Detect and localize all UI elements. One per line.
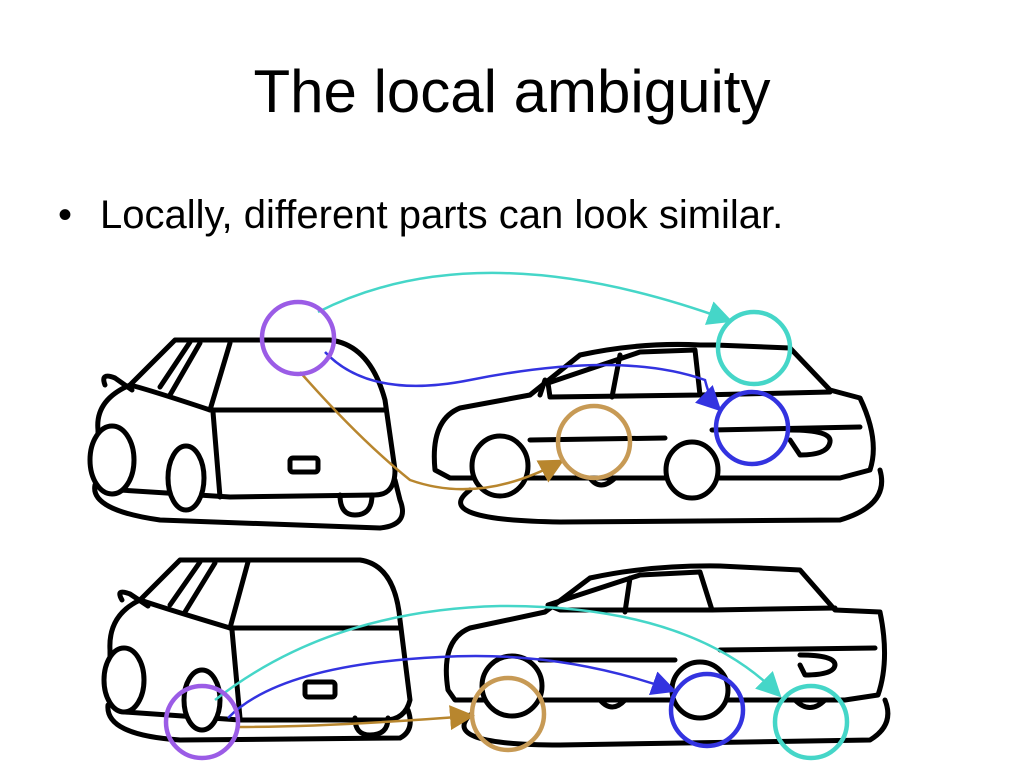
tan-arrow-top [299,371,565,491]
blue-arrow-top [324,351,722,412]
blue-circle-top [713,389,791,467]
bullet-dot: • [58,193,73,237]
blue-arrow-bottom [227,654,677,719]
cyan-circle-bottom [772,683,850,761]
blue-circle-bottom [668,671,746,749]
tan-arrow-bottom [237,705,475,731]
van-top-left [87,337,405,531]
cyan-arrow-top [317,271,733,325]
bullet-item: • Locally, different parts can look simi… [58,193,783,237]
tan-circle-bottom [469,675,547,753]
bullet-text: Locally, different parts can look simila… [100,193,784,237]
purple-circle-bottom [163,683,241,761]
tan-circle-top [555,403,633,481]
slide-title: The local ambiguity [253,58,771,125]
van-bottom-left [101,557,413,743]
sedan-top-right [431,341,884,525]
cyan-arrow-bottom [214,604,782,701]
cyan-circle-top [715,309,793,387]
bullet-list: • Locally, different parts can look simi… [58,193,783,237]
sedan-bottom-right [443,563,891,748]
purple-circle-top [259,299,337,377]
